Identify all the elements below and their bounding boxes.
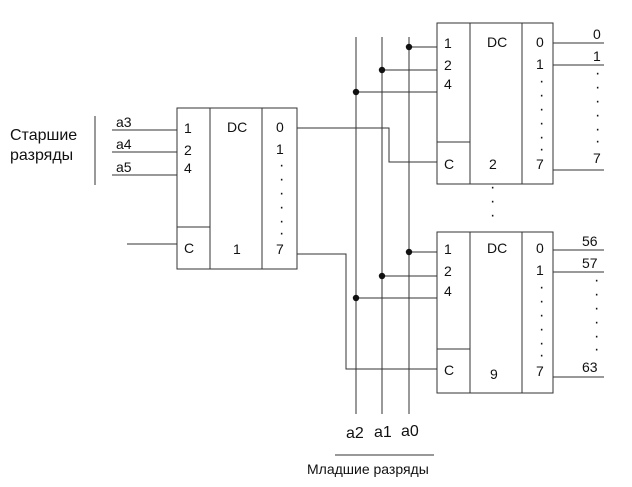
dc9-output-lines: 56 57 63 · · · · · · [553, 233, 604, 378]
low-bits-bus [352, 37, 437, 414]
high-bits-label-line2: разряды [10, 147, 73, 164]
svg-text:·: · [539, 87, 544, 104]
svg-text:·: · [595, 79, 600, 96]
svg-text:·: · [594, 314, 599, 331]
high-bits-label-line1: Старшие [10, 127, 77, 144]
dc9-out-0: 0 [536, 240, 544, 256]
svg-text:·: · [594, 300, 599, 317]
dc2-out-1: 1 [536, 56, 544, 72]
svg-text:·: · [594, 341, 599, 358]
dc9-in-2: 2 [444, 263, 452, 279]
svg-text:·: · [595, 93, 600, 110]
dc2-in-2: 2 [444, 57, 452, 73]
output-63-label: 63 [582, 359, 598, 375]
output-0-label: 0 [593, 26, 601, 42]
dc9-enable: C [444, 362, 454, 378]
decoder-2: 1 2 4 C DC 2 0 1 7 · · · · · · [436, 22, 554, 185]
svg-text:·: · [539, 115, 544, 132]
dc9-out-1: 1 [536, 262, 544, 278]
input-a5-label: a5 [116, 159, 132, 175]
svg-text:·: · [490, 193, 495, 210]
svg-text:·: · [279, 171, 284, 188]
svg-text:·: · [539, 279, 544, 296]
svg-text:·: · [539, 335, 544, 352]
svg-text:·: · [539, 347, 544, 364]
svg-text:·: · [539, 321, 544, 338]
dc1-in-2: 2 [184, 142, 192, 158]
input-a2-label: a2 [346, 425, 364, 442]
svg-text:·: · [279, 225, 284, 242]
dc9-number: 9 [490, 366, 498, 382]
intermediate-decoders-dots: · [490, 179, 495, 196]
dc1-number: 1 [233, 241, 241, 257]
dc1-out7-to-dc9-enable [297, 253, 437, 370]
svg-text:·: · [539, 129, 544, 146]
dc1-out-1: 1 [276, 141, 284, 157]
svg-text:·: · [490, 207, 495, 224]
dc2-enable: C [444, 156, 454, 172]
dc2-out-7: 7 [536, 156, 544, 172]
dc2-number: 2 [489, 156, 497, 172]
dc1-in-1: 1 [184, 120, 192, 136]
dc9-title: DC [487, 240, 507, 256]
svg-text:·: · [279, 157, 284, 174]
dc9-in-1: 1 [444, 241, 452, 257]
svg-text:·: · [539, 101, 544, 118]
dc9-in-4: 4 [444, 283, 452, 299]
svg-text:·: · [539, 141, 544, 158]
dc1-title: DC [227, 119, 247, 135]
output-1-label: 1 [593, 48, 601, 64]
svg-text:·: · [595, 121, 600, 138]
svg-text:·: · [539, 307, 544, 324]
dc2-title: DC [487, 34, 507, 50]
svg-text:·: · [594, 272, 599, 289]
output-57-label: 57 [582, 255, 598, 271]
svg-text:·: · [595, 107, 600, 124]
input-a4-label: a4 [116, 136, 132, 152]
output-7-label: 7 [593, 150, 601, 166]
input-a3-label: a3 [116, 114, 132, 130]
decoder-1: 1 2 4 C DC 1 0 1 7 · · · · · · [176, 107, 298, 270]
dc2-in-1: 1 [444, 35, 452, 51]
dc9-out-7: 7 [536, 363, 544, 379]
svg-text:·: · [279, 185, 284, 202]
input-a0-label: a0 [401, 423, 419, 440]
svg-text:·: · [594, 328, 599, 345]
dc2-output-lines: 0 1 7 · · · · · · [553, 26, 604, 171]
dc2-in-4: 4 [444, 76, 452, 92]
low-bits-label: Младшие разряды [307, 461, 429, 477]
svg-text:·: · [539, 73, 544, 90]
dc1-out-7: 7 [276, 241, 284, 257]
svg-text:·: · [595, 133, 600, 150]
dc1-in-4: 4 [184, 160, 192, 176]
dc2-out-0: 0 [536, 34, 544, 50]
dc1-enable: C [184, 240, 194, 256]
input-a1-label: a1 [374, 424, 392, 441]
decoder-9: 1 2 4 C DC 9 0 1 7 · · · · · · [436, 231, 554, 394]
dc1-out-0: 0 [276, 119, 284, 135]
svg-text:·: · [279, 213, 284, 230]
svg-text:·: · [594, 286, 599, 303]
output-56-label: 56 [582, 233, 598, 249]
svg-text:·: · [279, 199, 284, 216]
svg-text:·: · [595, 65, 600, 82]
dc1-out0-to-dc2-enable [297, 127, 437, 163]
svg-text:·: · [539, 293, 544, 310]
